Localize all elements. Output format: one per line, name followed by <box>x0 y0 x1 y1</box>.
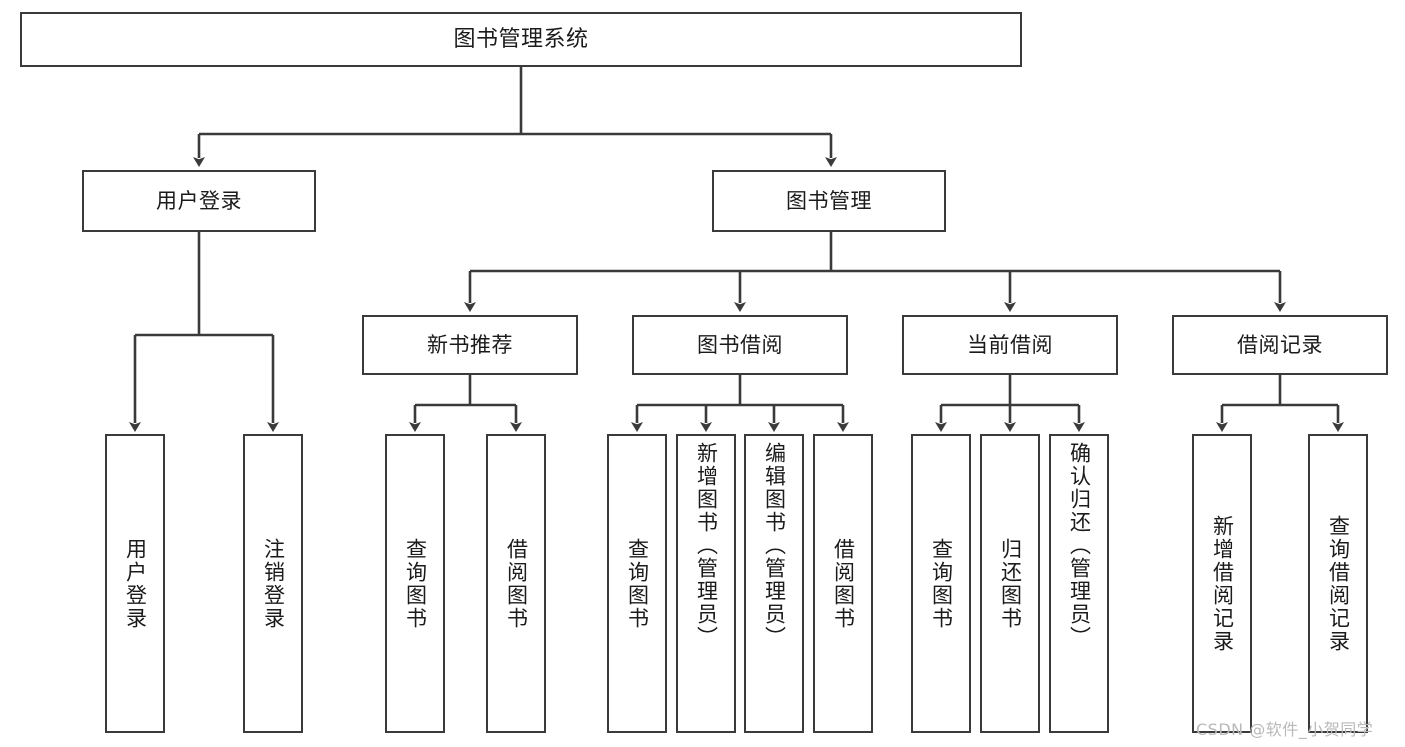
node-label: 查询图书 <box>403 537 428 630</box>
node-label: 图书借阅 <box>697 332 783 357</box>
node-current-borrow[interactable]: 当前借阅 <box>902 315 1118 375</box>
node-book-borrow[interactable]: 图书借阅 <box>632 315 848 375</box>
leaf-query-book-current[interactable]: 查询图书 <box>911 434 971 733</box>
node-label: 借阅记录 <box>1237 332 1323 357</box>
leaf-add-borrow-record[interactable]: 新增借阅记录 <box>1192 434 1252 733</box>
leaf-user-logout[interactable]: 注销登录 <box>243 434 303 733</box>
node-label: 新书推荐 <box>427 332 513 357</box>
leaf-query-borrow-record[interactable]: 查询借阅记录 <box>1308 434 1368 733</box>
node-label: 新增借阅记录 <box>1210 514 1235 653</box>
csdn-watermark: CSDN @软件_小贺同学 <box>1196 720 1374 739</box>
node-label: 新增图书（管理员） <box>694 442 719 649</box>
leaf-query-book-recommend[interactable]: 查询图书 <box>385 434 445 733</box>
node-label: 注销登录 <box>261 537 286 630</box>
node-label: 借阅图书 <box>831 537 856 630</box>
node-label: 用户登录 <box>156 188 242 213</box>
node-label: 查询图书 <box>929 537 954 630</box>
leaf-query-book-borrow[interactable]: 查询图书 <box>607 434 667 733</box>
node-label: 编辑图书（管理员） <box>762 442 787 649</box>
node-new-book-recommend[interactable]: 新书推荐 <box>362 315 578 375</box>
node-label: 用户登录 <box>123 537 148 630</box>
leaf-return-book[interactable]: 归还图书 <box>980 434 1040 733</box>
node-label: 借阅图书 <box>504 537 529 630</box>
node-book-management[interactable]: 图书管理 <box>712 170 946 232</box>
node-label: 确认归还（管理员） <box>1067 442 1092 649</box>
node-label: 当前借阅 <box>967 332 1053 357</box>
leaf-borrow-book-recommend[interactable]: 借阅图书 <box>486 434 546 733</box>
node-borrow-record[interactable]: 借阅记录 <box>1172 315 1388 375</box>
leaf-add-book-admin[interactable]: 新增图书（管理员） <box>676 434 736 733</box>
leaf-edit-book-admin[interactable]: 编辑图书（管理员） <box>744 434 804 733</box>
node-user-login[interactable]: 用户登录 <box>82 170 316 232</box>
node-label: 图书管理 <box>786 188 872 213</box>
node-label: 查询图书 <box>625 537 650 630</box>
node-label: 归还图书 <box>998 537 1023 630</box>
node-label: 图书管理系统 <box>453 26 589 52</box>
leaf-confirm-return-admin[interactable]: 确认归还（管理员） <box>1049 434 1109 733</box>
leaf-borrow-book[interactable]: 借阅图书 <box>813 434 873 733</box>
node-label: 查询借阅记录 <box>1326 514 1351 653</box>
node-root-book-management-system[interactable]: 图书管理系统 <box>20 12 1022 67</box>
leaf-user-login[interactable]: 用户登录 <box>105 434 165 733</box>
